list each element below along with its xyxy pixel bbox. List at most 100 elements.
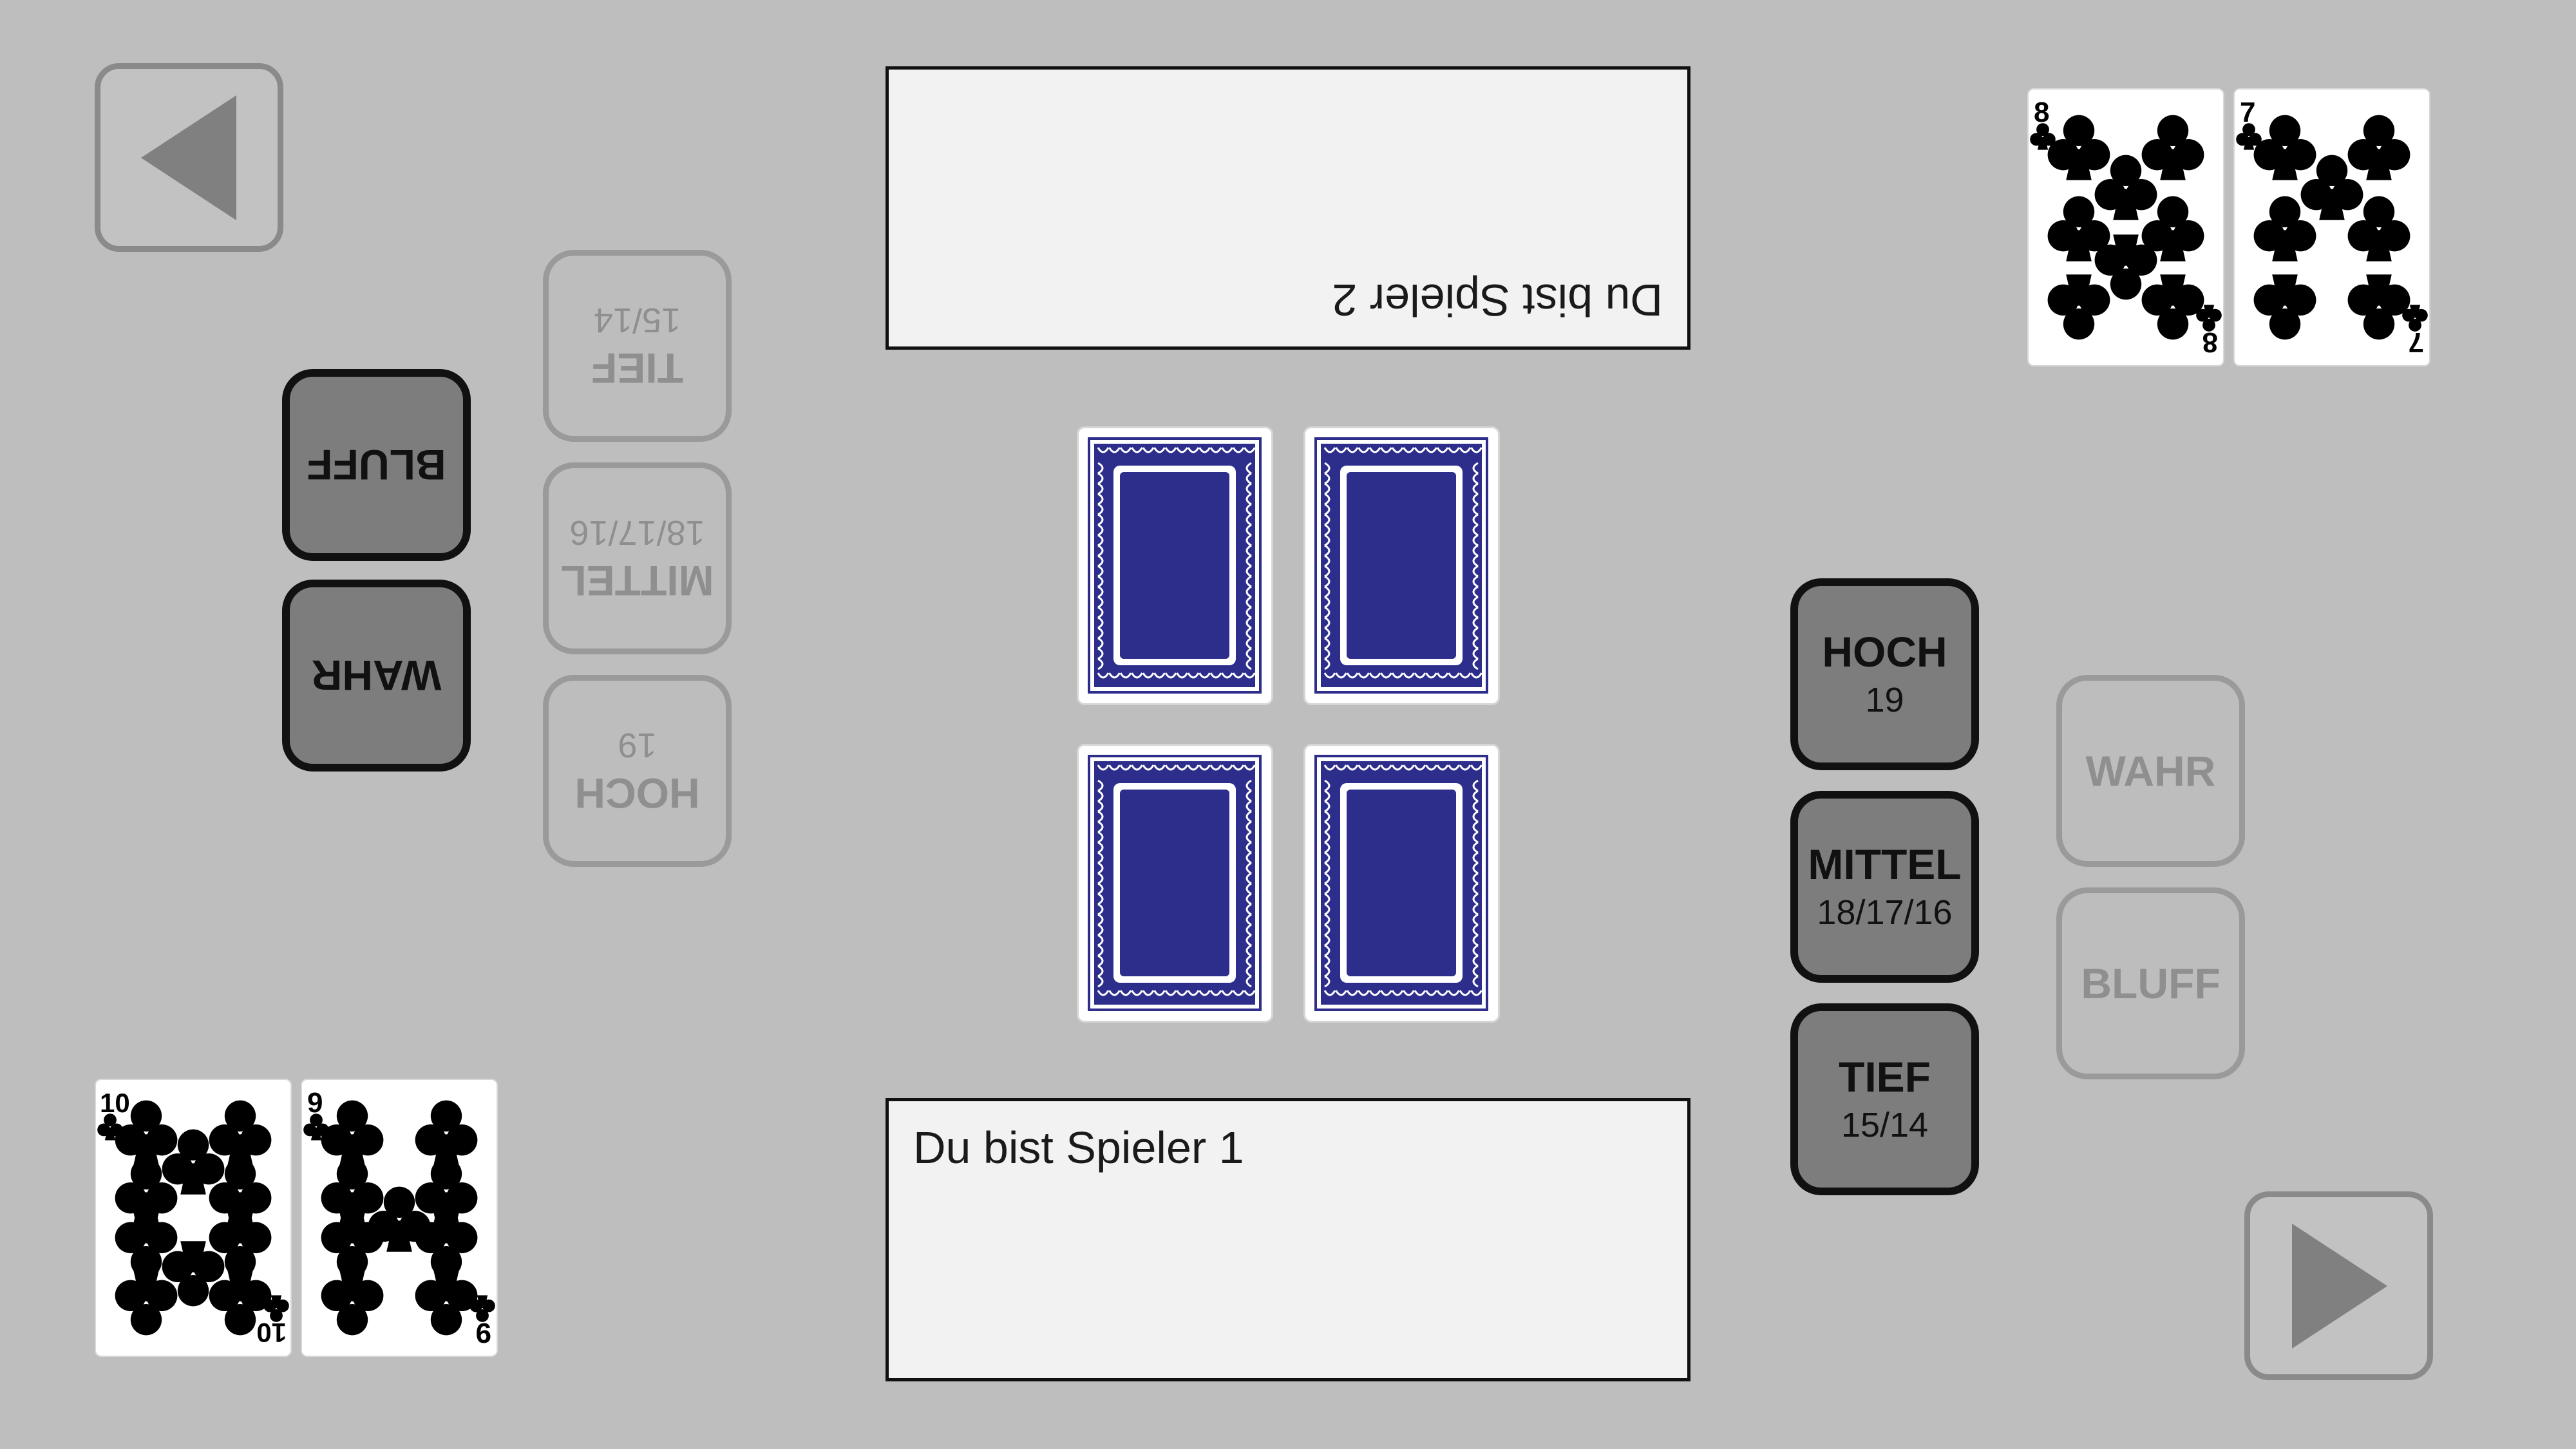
choice-label: MITTEL bbox=[560, 557, 714, 605]
card-back-pattern bbox=[1314, 755, 1488, 1011]
club-pip bbox=[321, 1270, 384, 1336]
triangle-left-icon bbox=[140, 95, 236, 220]
choice-label: HOCH bbox=[574, 770, 700, 818]
club-pip bbox=[321, 1100, 384, 1166]
player1-message-text: Du bist Spieler 1 bbox=[913, 1122, 1244, 1173]
club-pip bbox=[115, 1212, 178, 1278]
club-pip bbox=[263, 1295, 289, 1322]
face-down-card[interactable] bbox=[1077, 744, 1273, 1023]
club-pip bbox=[2030, 123, 2056, 150]
choice-range: 19 bbox=[1865, 681, 1904, 720]
player1-bluff-button[interactable]: BLUFF bbox=[2056, 887, 2245, 1079]
club-pip bbox=[2236, 123, 2262, 150]
club-pip bbox=[415, 1212, 478, 1278]
player1-mittel-button[interactable]: MITTEL 18/17/16 bbox=[1790, 791, 1979, 983]
club-pip bbox=[2300, 155, 2363, 220]
player2-message-box: Du bist Spieler 2 bbox=[886, 66, 1690, 350]
club-pip bbox=[209, 1270, 272, 1336]
choice-range: 18/17/16 bbox=[1817, 893, 1953, 933]
club-pip bbox=[2047, 196, 2110, 261]
player2-tief-button[interactable]: TIEF 15/14 bbox=[543, 250, 732, 442]
choice-label: TIEF bbox=[1839, 1052, 1931, 1101]
club-pip bbox=[2347, 115, 2410, 180]
card-rank: 8 bbox=[2202, 327, 2218, 358]
club-pip bbox=[115, 1270, 178, 1336]
clubs-pips bbox=[303, 1100, 495, 1336]
face-down-card[interactable] bbox=[1077, 426, 1273, 705]
club-pip bbox=[115, 1100, 178, 1166]
player2-hoch-button[interactable]: HOCH 19 bbox=[543, 675, 732, 867]
player1-hoch-button[interactable]: HOCH 19 bbox=[1790, 578, 1979, 770]
verdict-label: BLUFF bbox=[307, 441, 446, 489]
club-pip bbox=[321, 1212, 384, 1278]
club-pip bbox=[415, 1270, 478, 1336]
card-back-pattern bbox=[1088, 755, 1262, 1011]
verdict-label: WAHR bbox=[311, 652, 442, 700]
club-pip bbox=[2253, 196, 2316, 261]
club-pip bbox=[2253, 115, 2316, 180]
card-face: 7 7 bbox=[2236, 97, 2428, 358]
player1-message-box: Du bist Spieler 1 bbox=[886, 1098, 1690, 1381]
clubs-pips bbox=[2236, 115, 2428, 340]
choice-label: TIEF bbox=[591, 345, 683, 393]
card-rank: 10 bbox=[100, 1088, 130, 1118]
player2-mittel-button[interactable]: MITTEL 18/17/16 bbox=[543, 462, 732, 654]
club-pip bbox=[209, 1212, 272, 1278]
player1-tief-button[interactable]: TIEF 15/14 bbox=[1790, 1003, 1979, 1195]
face-down-card[interactable] bbox=[1303, 744, 1500, 1023]
club-pip bbox=[2347, 274, 2410, 340]
club-pip bbox=[2141, 115, 2204, 180]
card-rank: 7 bbox=[2409, 327, 2424, 358]
club-pip bbox=[2047, 274, 2110, 340]
card-rank: 9 bbox=[307, 1087, 323, 1119]
player2-card[interactable]: 7 7 bbox=[2233, 88, 2430, 366]
player1-card[interactable]: 9 9 bbox=[301, 1079, 498, 1357]
club-pip bbox=[97, 1113, 123, 1141]
verdict-label: BLUFF bbox=[2081, 959, 2221, 1007]
club-pip bbox=[2141, 196, 2204, 261]
club-pip bbox=[2253, 274, 2316, 340]
club-pip bbox=[2347, 196, 2410, 261]
card-back-pattern bbox=[1088, 437, 1262, 694]
club-pip bbox=[2141, 274, 2204, 340]
choice-range: 15/14 bbox=[593, 300, 681, 339]
card-back-pattern bbox=[1314, 437, 1488, 694]
club-pip bbox=[162, 1241, 225, 1307]
player2-message-text: Du bist Spieler 2 bbox=[1332, 275, 1663, 325]
card-face: 9 9 bbox=[303, 1087, 495, 1349]
clubs-pips bbox=[2030, 115, 2222, 340]
card-rank: 9 bbox=[476, 1317, 491, 1349]
card-face: 10 10 bbox=[97, 1088, 289, 1348]
club-pip bbox=[415, 1100, 478, 1166]
club-pip bbox=[209, 1100, 272, 1166]
card-rank: 8 bbox=[2034, 97, 2049, 128]
choice-label: MITTEL bbox=[1808, 840, 1962, 888]
choice-range: 18/17/16 bbox=[569, 513, 705, 552]
player1-wahr-button[interactable]: WAHR bbox=[2056, 675, 2245, 867]
choice-label: HOCH bbox=[1822, 627, 1947, 676]
player2-card[interactable]: 8 8 bbox=[2027, 88, 2224, 366]
card-rank: 10 bbox=[256, 1318, 287, 1348]
card-rank: 7 bbox=[2240, 97, 2255, 128]
back-button[interactable] bbox=[95, 63, 283, 252]
face-down-card[interactable] bbox=[1303, 426, 1500, 705]
club-pip bbox=[115, 1158, 178, 1224]
player2-bluff-button[interactable]: BLUFF bbox=[282, 369, 471, 561]
player2-wahr-button[interactable]: WAHR bbox=[282, 580, 471, 772]
club-pip bbox=[2402, 305, 2428, 332]
verdict-label: WAHR bbox=[2085, 746, 2216, 795]
clubs-pips bbox=[97, 1100, 289, 1336]
club-pip bbox=[469, 1295, 495, 1322]
club-pip bbox=[2094, 234, 2157, 300]
club-pip bbox=[303, 1113, 329, 1141]
choice-range: 19 bbox=[618, 725, 657, 764]
club-pip bbox=[162, 1129, 225, 1195]
club-pip bbox=[2094, 155, 2157, 220]
club-pip bbox=[2047, 115, 2110, 180]
forward-button[interactable] bbox=[2244, 1191, 2433, 1380]
triangle-right-icon bbox=[2291, 1223, 2387, 1349]
player1-card[interactable]: 10 10 bbox=[95, 1079, 292, 1357]
club-pip bbox=[2196, 305, 2222, 332]
choice-range: 15/14 bbox=[1841, 1106, 1929, 1145]
card-face: 8 8 bbox=[2030, 97, 2222, 358]
